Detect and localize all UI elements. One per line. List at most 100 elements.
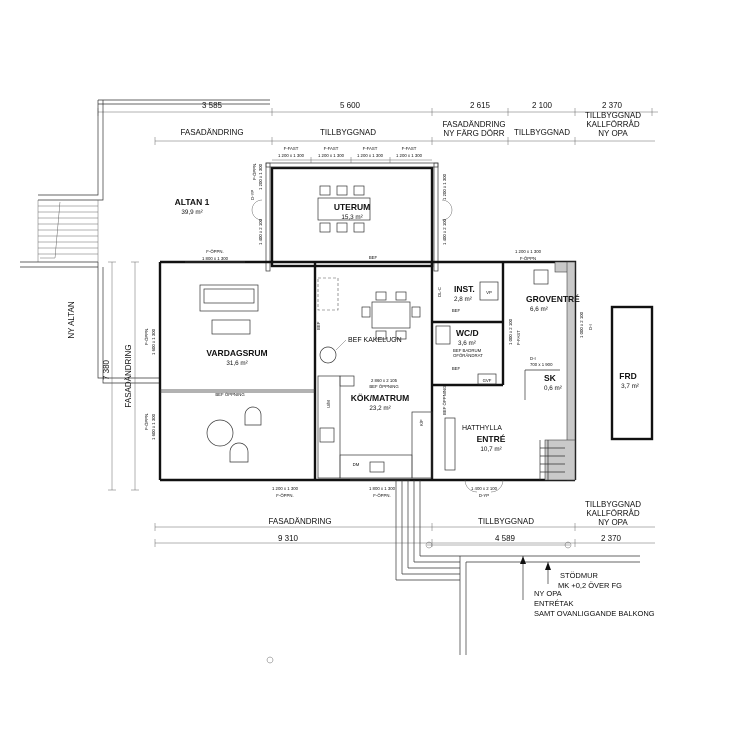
altan-name: ALTAN 1 [175,197,210,207]
wc-area: 3,6 m² [458,340,476,347]
top-dimension-chain: 3 585 5 600 2 615 2 100 2 370 FASADÄNDRI… [97,101,658,145]
left-fasad-label: FASADÄNDRING [124,344,133,407]
entre-name: ENTRÉ [477,434,506,444]
bottom-dimension-chain: FASADÄNDRING TILLBYGGNAD TILLBYGGNAD KAL… [154,500,655,547]
hatthylla: HATTHYLLA [462,425,502,432]
top-zone-right-1: TILLBYGGNAD [585,111,641,120]
bef-kakelugn: BEF KAKELUGN [348,337,402,344]
kok-kf: K/F [419,419,424,426]
inst-vp: VP [486,290,492,295]
frd-name: FRD [619,371,636,381]
kok-um: U/M [326,400,331,408]
entre-door-type: D-YP [479,493,489,498]
bottom-dim-2: 4 589 [495,534,516,543]
uterum-left-win: 1 200 x 1 300 [258,163,263,190]
uterum-win2-size: 1 200 x 1 300 [318,153,345,158]
uterum-name: UTERUM [334,202,370,212]
uterum-win2-type: F-FAST [324,146,339,151]
top-dim-4: 2 100 [532,101,553,110]
top-zone-tillbyggnad-2: TILLBYGGNAD [514,128,570,137]
gvf: GVF [483,378,492,383]
entre-side-door-size: 1 000 x 2 100 [579,311,584,338]
top-zone-tillbyggnad: TILLBYGGNAD [320,128,376,137]
top-zone-right-3: NY OPA [598,129,628,138]
altan-outline [20,99,270,392]
bottom-structure [395,480,640,655]
sk-area: 0,6 m² [544,385,562,392]
uterum-win3-type: F-FAST [363,146,378,151]
uterum-dining-table [317,185,371,233]
vard-top-win-size: 1 800 x 1 300 [202,256,229,261]
top-zone-fasad-door-1: FASADÄNDRING [442,120,505,129]
sk-name: SK [544,373,557,383]
kok-bottom-win-type: F-ÖPPN. [373,493,390,498]
bottom-zone-right-2: KALLFÖRRÅD [586,509,640,518]
uterum-right-win: 1 200 x 1 300 [442,173,447,200]
top-zone-right-2: KALLFÖRRÅD [586,120,640,129]
kok-bef-top: BEF [369,255,378,260]
uterum-win4-type: F-FAST [402,146,417,151]
inst-dl: DL-C [437,287,442,297]
entre-door-size: 1 400 x 2 100 [471,486,498,491]
top-dim-2: 5 600 [340,101,361,110]
vard-left-win-type: F-ÖPPN. [144,328,149,345]
top-zone-fasad-door-2: NY FÄRG DÖRR [443,129,504,138]
vard-left-win2-type: F-ÖPPN. [144,413,149,430]
uterum-win1-size: 1 200 x 1 300 [278,153,305,158]
inst-area: 2,8 m² [454,296,472,303]
stodmur-line2: MK +0,2 ÖVER FG [558,581,622,590]
nyopa-line3: SAMT OVANLIGGANDE BALKONG [534,609,655,618]
bottom-dim-3: 2 370 [601,534,622,543]
left-dimension-group: NY ALTAN 7 380 FASADÄNDRING [67,261,139,491]
vardagsrum-opening: BEF ÖPPNING [215,392,245,397]
groventre-name: GROVENTRÉ [526,294,580,304]
vardagsrum-name: VARDAGSRUM [206,348,267,358]
top-dim-3: 2 615 [470,101,491,110]
frd-area: 3,7 m² [621,383,639,390]
bottom-zone-fasad: FASADÄNDRING [268,517,331,526]
ny-altan-label: NY ALTAN [67,301,76,339]
nyopa-line1: NY OPA [534,589,562,598]
frd-room: FRD 3,7 m² [610,305,654,441]
kok-opening-label: BEF ÖPPNING [369,384,399,389]
entre-area: 10,7 m² [480,446,501,453]
uterum-win3-size: 1 200 x 1 300 [357,153,384,158]
inst-bef: BEF [452,308,461,313]
kok-room: BEF KAKELUGN BEF BEF 2 860 x 2 105 BEF Ö… [316,255,447,498]
uterum-left-size: 1 400 x 2 100 [258,218,263,245]
vardagsrum-area: 31,6 m² [226,360,247,367]
kok-area: 23,2 m² [369,405,390,412]
groventre-top-win: 1 200 x 1 300 [515,249,542,254]
uterum-area: 15,3 m² [341,214,362,221]
wc-note1: BEF BADRUM [453,348,482,353]
main-house-walls [158,260,577,482]
bottom-zone-right-1: TILLBYGGNAD [585,500,641,509]
entre-stair [539,440,565,480]
height-dim: 7 380 [102,359,111,380]
uterum-win1-type: F-FAST [284,146,299,151]
vard-bottom-win-size: 1 200 x 1 300 [272,486,299,491]
wc-bef: BEF [452,366,461,371]
vard-bottom-win-type: F-ÖPPN. [276,493,293,498]
groventre-area: 6,6 m² [530,306,548,313]
vardagsrum-room: VARDAGSRUM 31,6 m² BEF ÖPPNING F-ÖPPN. 1… [144,249,299,498]
uterum-left-dyp: D-YP [250,190,255,200]
bottom-dim-1: 9 310 [278,534,299,543]
altan-area: 39,9 m² [181,209,202,216]
entre-side-door-type: D-I [588,324,593,330]
nyopa-line2: ENTRÉTAK [534,599,573,608]
kok-bef-side: BEF [316,321,321,330]
bottom-zone-tillbyggnad: TILLBYGGNAD [478,517,534,526]
sk-door-size: 700 x 1 900 [530,362,553,367]
kok-name: KÖK/MATRUM [351,393,409,403]
kok-dm: DM [353,462,360,467]
wet-rooms: VP INST. 2,8 m² DL-C BEF WC/D 3,6 m² BEF… [435,249,580,400]
bottom-notes: STÖDMUR MK +0,2 ÖVER FG NY OPA ENTRÉTAK … [520,556,655,618]
bottom-zone-right-3: NY OPA [598,518,628,527]
entre-room: HATTHYLLA ENTRÉ 10,7 m² 1 400 x 2 100 D-… [444,311,593,498]
uterum-win4-size: 1 200 x 1 300 [396,153,423,158]
top-dim-5: 2 370 [602,101,623,110]
uterum-room: F-FAST 1 200 x 1 300 F-FAST 1 200 x 1 30… [250,146,453,272]
sk-door-type: D-I [530,356,536,361]
